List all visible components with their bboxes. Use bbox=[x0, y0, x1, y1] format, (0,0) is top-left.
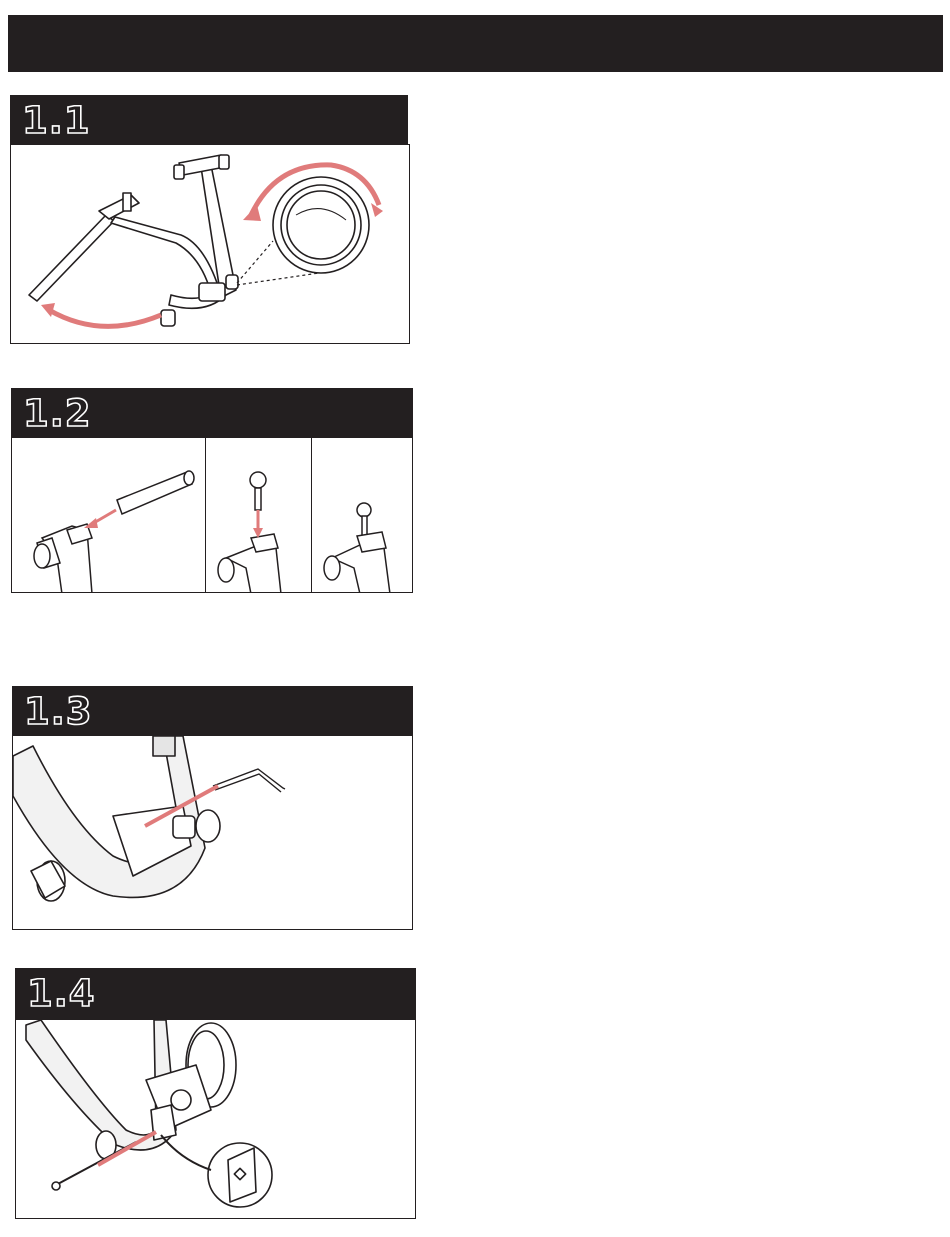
illustration-panel bbox=[11, 437, 413, 593]
illustration-panel bbox=[10, 144, 410, 344]
step-number: 1.2 bbox=[23, 392, 92, 435]
step-1-1: 1.1 bbox=[10, 95, 410, 345]
axle-insert-illustration bbox=[12, 438, 206, 593]
step-header: 1.4 bbox=[15, 968, 416, 1020]
lever-insert-illustration bbox=[206, 438, 312, 593]
illustration-panel bbox=[12, 735, 413, 930]
hex-key-adjust-illustration bbox=[13, 736, 413, 930]
step-number: 1.1 bbox=[22, 99, 91, 142]
step-header: 1.2 bbox=[11, 388, 413, 438]
sub-panel-lever-installed bbox=[312, 438, 413, 592]
lever-installed-illustration bbox=[312, 438, 413, 593]
sub-panel-insert-lever bbox=[206, 438, 312, 592]
page-header-bar bbox=[8, 15, 943, 72]
step-1-3: 1.3 bbox=[12, 686, 413, 930]
step-1-2: 1.2 bbox=[11, 388, 413, 594]
step-number: 1.4 bbox=[27, 972, 96, 1015]
step-header: 1.3 bbox=[12, 686, 413, 736]
trainer-unfold-illustration bbox=[11, 145, 410, 344]
step-number: 1.3 bbox=[24, 690, 93, 733]
illustration-panel bbox=[15, 1019, 416, 1219]
skewer-install-illustration bbox=[16, 1020, 416, 1219]
step-1-4: 1.4 bbox=[15, 968, 416, 1220]
step-header: 1.1 bbox=[10, 95, 408, 145]
sub-panel-insert-axle bbox=[12, 438, 206, 592]
